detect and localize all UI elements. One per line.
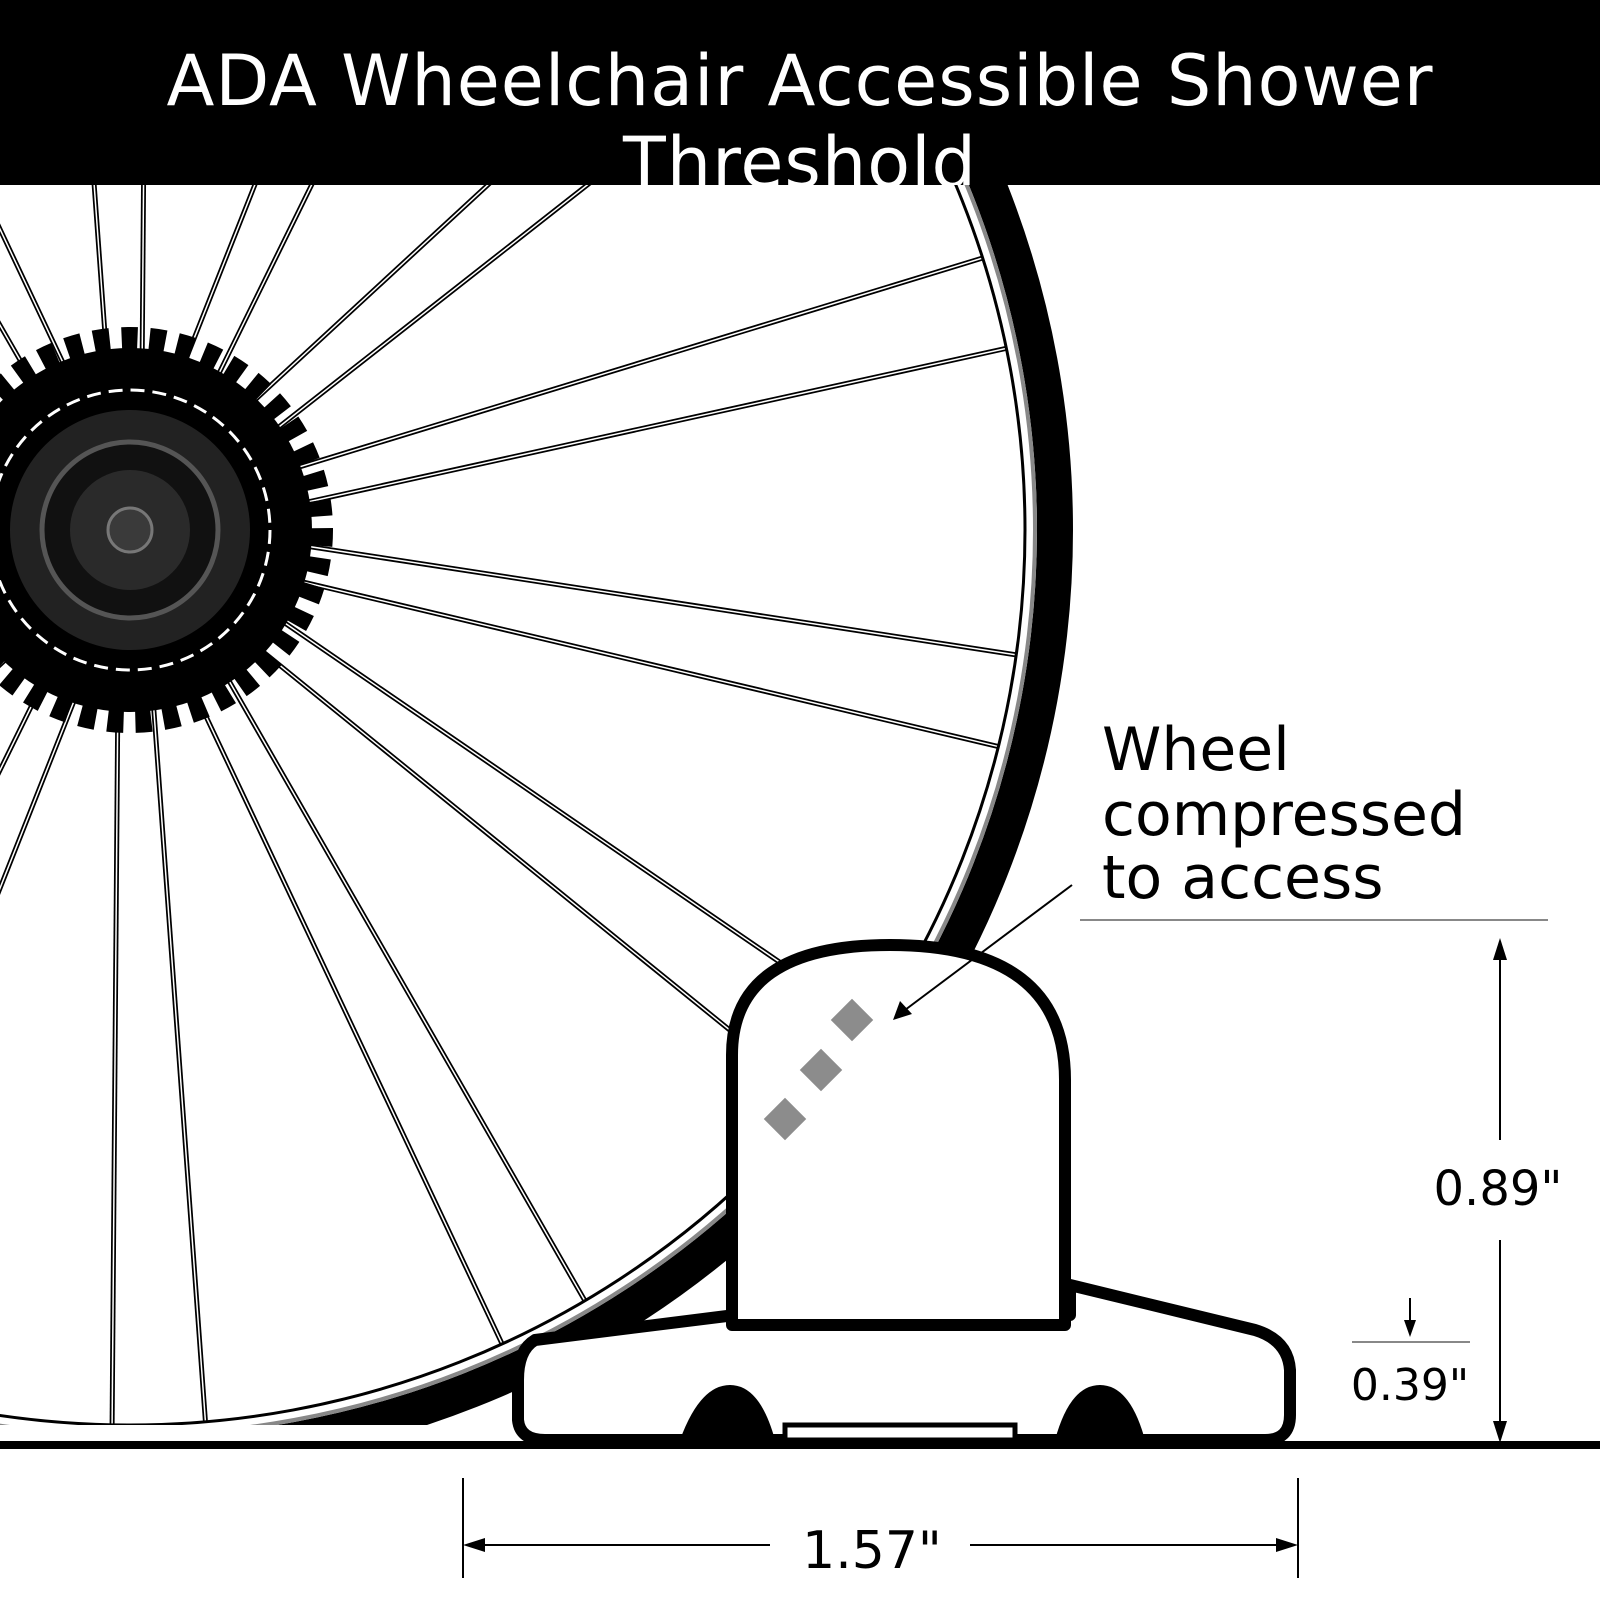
threshold-foot-left [680, 1385, 775, 1440]
wheel-spoke [252, 185, 592, 449]
arrow-right-icon [1276, 1538, 1298, 1552]
wheel-spoke [0, 637, 30, 669]
wheel-spoke-highlight [259, 605, 875, 1028]
wheel-spoke-highlight [278, 347, 1007, 510]
wheel-spoke-highlight [279, 541, 1017, 656]
base-height-label: 0.39" [1351, 1360, 1469, 1411]
wheel-tread [346, 185, 1069, 1425]
callout-line-2: compressed [1102, 780, 1466, 850]
wheel-spoke [0, 658, 57, 776]
wheel-spoke-highlight [0, 227, 77, 391]
wheel-spoke [0, 672, 88, 896]
wheel-spoke-highlight [0, 672, 86, 891]
arrow-down-icon [1493, 1421, 1507, 1443]
callout: Wheel compressed to access [893, 715, 1466, 1020]
wheel-spoke [0, 320, 49, 407]
wheel-spoke [203, 185, 315, 402]
dimension-width: 1.57" [462, 1478, 1299, 1581]
threshold-channel [782, 1422, 1018, 1443]
callout-arrow-icon [893, 1001, 912, 1020]
height-label: 0.89" [1434, 1161, 1563, 1217]
threshold-bulb [726, 939, 1071, 1331]
wheel-spoke [91, 185, 111, 382]
callout-line-1: Wheel [1102, 715, 1290, 785]
wheel-spoke-highlight [238, 632, 819, 1103]
wheel-spoke [0, 223, 79, 392]
wheel-spoke-highlight [174, 185, 256, 388]
dimension-height: 0.89" [1080, 919, 1563, 1443]
wheel-spoke-highlight [253, 185, 589, 447]
wheel-spoke-highlight [141, 185, 145, 381]
wheelchair-wheel-icon [0, 185, 1073, 1425]
wheel-spoke-highlight [213, 654, 586, 1302]
wheel-spoke-highlight [0, 323, 47, 406]
wheel-spoke-highlight [93, 185, 110, 382]
wheel-spoke-highlight [0, 638, 28, 666]
wheel-spoke-highlight [183, 669, 503, 1345]
wheel-spoke-highlight [232, 185, 489, 422]
arrow-up-icon [1493, 938, 1507, 960]
arrow-left-icon [463, 1538, 485, 1552]
threshold-foot-right [1055, 1385, 1145, 1440]
width-label: 1.57" [802, 1521, 942, 1581]
arrow-down-icon [1404, 1320, 1416, 1337]
wheel-spokes [0, 185, 1017, 1425]
wheel-spoke-highlight [150, 678, 207, 1422]
wheel-hub-icon [0, 327, 333, 733]
title-bar: ADA Wheelchair Accessible Shower Thresho… [0, 0, 1600, 204]
callout-leader-line [904, 884, 1073, 1011]
dimension-base-height: 0.39" [1351, 1298, 1470, 1411]
wheel-rim-inner [0, 185, 1027, 1425]
wheel-spoke-highlight [205, 185, 313, 401]
diagram-title: ADA Wheelchair Accessible Shower Thresho… [166, 40, 1434, 204]
threshold-profile-icon [512, 939, 1296, 1446]
wheel-rim [0, 185, 1037, 1425]
wheel-spoke-highlight [111, 679, 119, 1425]
wheel-spoke-highlight [269, 257, 983, 477]
wheel-spoke-highlight [272, 574, 999, 748]
wheel-spoke [230, 185, 492, 423]
callout-line-3: to access [1102, 843, 1383, 913]
wheel-spoke-highlight [0, 659, 55, 772]
